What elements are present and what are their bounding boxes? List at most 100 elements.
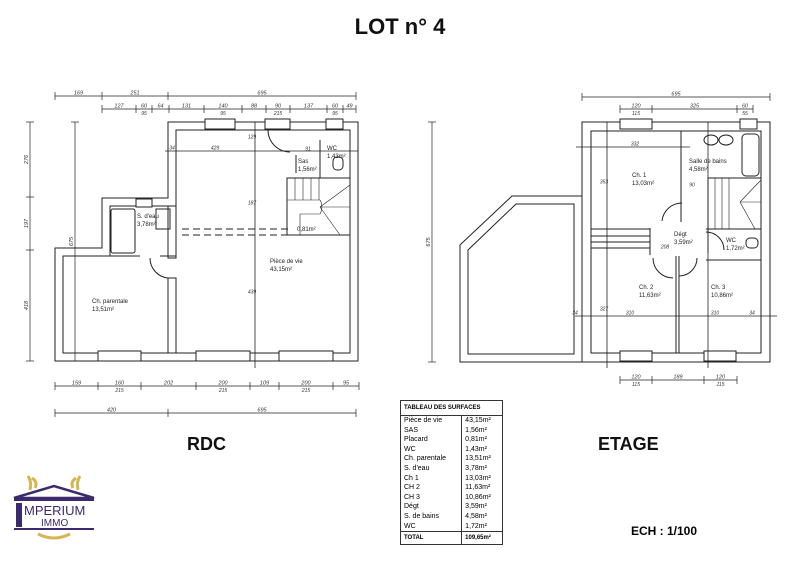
surface-area: 4,58m²: [461, 511, 503, 522]
terrace-outline: [459, 195, 583, 363]
dimension-label: 675: [426, 236, 432, 246]
dimension-label: 695: [257, 91, 267, 97]
dimension-label: 325: [690, 104, 700, 110]
surface-room: CH 3: [404, 493, 420, 501]
surface-area: 0,81m²: [461, 435, 503, 445]
dimension-label: 200: [300, 381, 311, 387]
dimension-label: 310: [711, 311, 720, 317]
dimension-label: 327: [600, 307, 609, 313]
surface-room: Ch 1: [404, 474, 419, 482]
room-name: Dégt: [674, 232, 687, 238]
wall-partition: [167, 205, 177, 259]
windows: [97, 118, 344, 362]
dimension-sublabel: 95: [220, 111, 226, 117]
dimension-label: 418: [24, 300, 30, 310]
surface-room: S. d'eau: [404, 464, 430, 472]
room-name: Ch. 2: [639, 285, 654, 291]
dimension-label: 159: [72, 381, 81, 387]
dimension-label: 88: [251, 104, 258, 110]
surface-room: WC: [404, 445, 416, 453]
dimension-label: 695: [257, 408, 267, 414]
wc-toilet: [332, 156, 344, 171]
staircase: [707, 177, 762, 230]
dimension-label: 64: [157, 104, 163, 110]
dimension-label: 137: [304, 104, 314, 110]
surface-area: 13,51m²: [461, 454, 503, 464]
dimension-label: 208: [660, 245, 670, 251]
dimension-label: 34: [572, 311, 578, 317]
surfaces-table-header: TABLEAU DES SURFACES: [400, 400, 503, 416]
surface-area: 1,56m²: [461, 425, 503, 436]
terrace-inner: [467, 203, 575, 355]
dimension-label: 332: [631, 142, 640, 148]
dimension-label: 60: [742, 104, 749, 110]
room-name: WC: [327, 146, 338, 152]
room-name: Salle de bains: [689, 159, 727, 165]
room-area: 0,81m²: [297, 227, 316, 233]
logo-graphic: MPERIUM IMMO: [13, 475, 95, 540]
wc-toilet: [745, 237, 759, 249]
door-swing: [149, 257, 169, 279]
dimension-label: 197: [24, 218, 30, 228]
dimension-label: 34: [749, 311, 755, 317]
dimension-label: 131: [182, 104, 191, 110]
dimension-label: 251: [129, 91, 139, 97]
dimension-label: 310: [626, 311, 635, 317]
total-value: 109,65m²: [461, 531, 503, 545]
bathtub: [110, 208, 136, 254]
dimension-label: 129: [248, 135, 257, 141]
dimension-sublabel: 215: [218, 388, 228, 394]
dimension-label: 160: [115, 381, 125, 387]
dimension-label: 120: [631, 104, 641, 110]
dimension-label: 120: [716, 375, 726, 381]
dimension-label: 90: [689, 183, 695, 189]
dimension-label: 90: [275, 104, 282, 110]
dimension-label: 109: [260, 381, 269, 387]
stair-steps: [287, 178, 351, 236]
door-swing: [652, 257, 674, 279]
room-name: Ch. 3: [711, 285, 726, 291]
surface-room: WC: [404, 522, 416, 530]
room-name: Ch. parentale: [92, 299, 129, 305]
dimension-label: 187: [248, 201, 257, 207]
imperium-immo-logo: MPERIUM IMMO: [8, 468, 100, 540]
dimension-label: 60: [332, 104, 339, 110]
room-area: 1,56m²: [298, 167, 317, 173]
etage-outer-wall: [581, 121, 771, 363]
door-swing: [267, 129, 291, 153]
surface-row: SAS 1,56m²: [401, 425, 503, 436]
sink: [718, 134, 734, 146]
room-area: 13,51m²: [92, 307, 114, 313]
surface-room: SAS: [404, 426, 419, 434]
room-name: Ch. 1: [632, 173, 647, 179]
stair-steps: [714, 178, 762, 230]
lot-title: LOT n° 4: [354, 14, 446, 39]
room-name: Sas: [298, 159, 308, 165]
dimension-sublabel: 215: [273, 111, 283, 117]
surface-area: 11,63m²: [461, 483, 503, 493]
rdc-label: RDC: [187, 434, 226, 454]
dimension-label: 439: [248, 290, 257, 296]
windows: [619, 118, 758, 362]
logo-subtext: IMMO: [41, 518, 68, 529]
dimension-label: 695: [671, 92, 681, 98]
dimension-label: 200: [217, 381, 228, 387]
etage-plan: [459, 118, 777, 368]
dimension-sublabel: 115: [632, 111, 640, 117]
room-area: 43,15m²: [270, 267, 292, 273]
etage-label: ETAGE: [598, 434, 659, 454]
